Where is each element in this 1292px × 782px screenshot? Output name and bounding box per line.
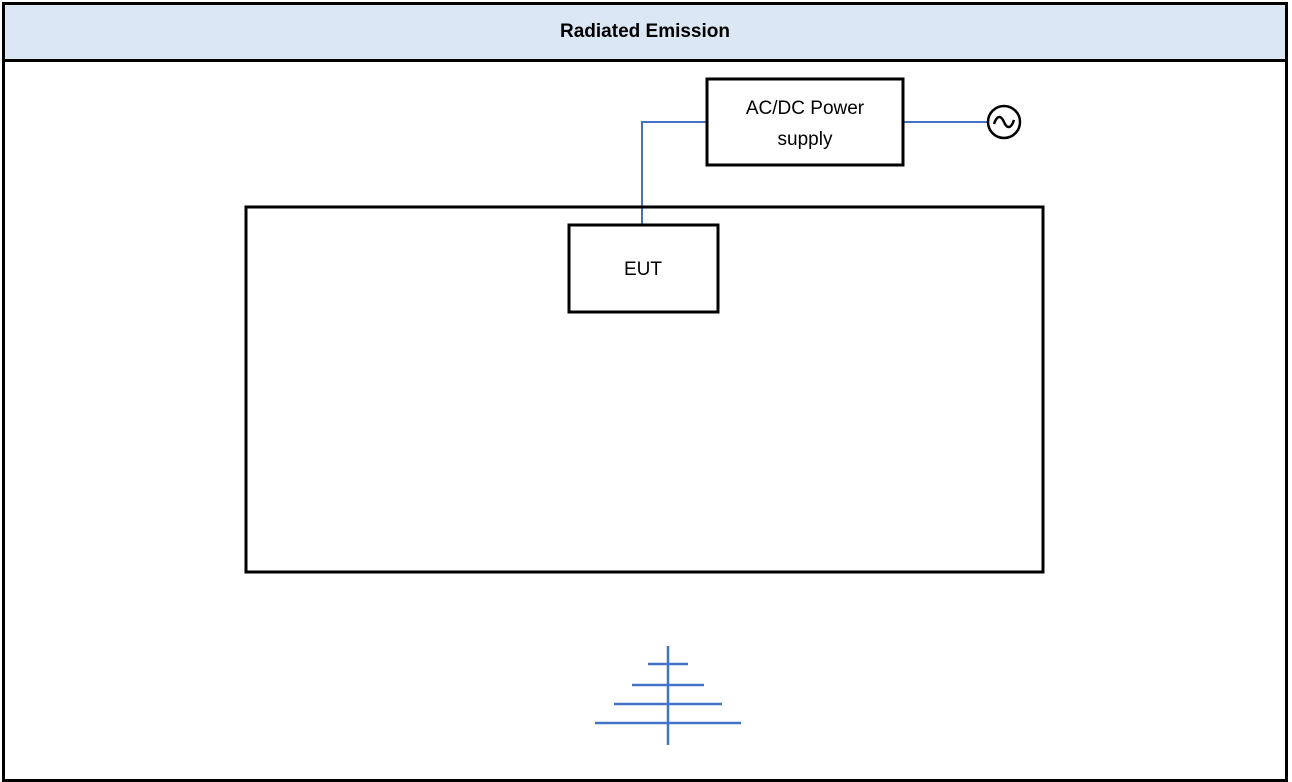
test-table [244, 205, 1045, 574]
eut-label: EUT [624, 259, 662, 280]
ac-source-icon [986, 104, 1022, 140]
power-supply-label-line1: AC/DC Power [746, 98, 865, 119]
diagram-header: Radiated Emission [5, 5, 1285, 62]
diagram-title: Radiated Emission [560, 21, 730, 42]
power-supply-label-line2: supply [778, 129, 833, 150]
power-supply-box: AC/DC Power supply [705, 77, 905, 167]
antenna-icon [595, 646, 741, 745]
eut-box: EUT [567, 223, 720, 314]
eut-power-cable [641, 121, 707, 225]
